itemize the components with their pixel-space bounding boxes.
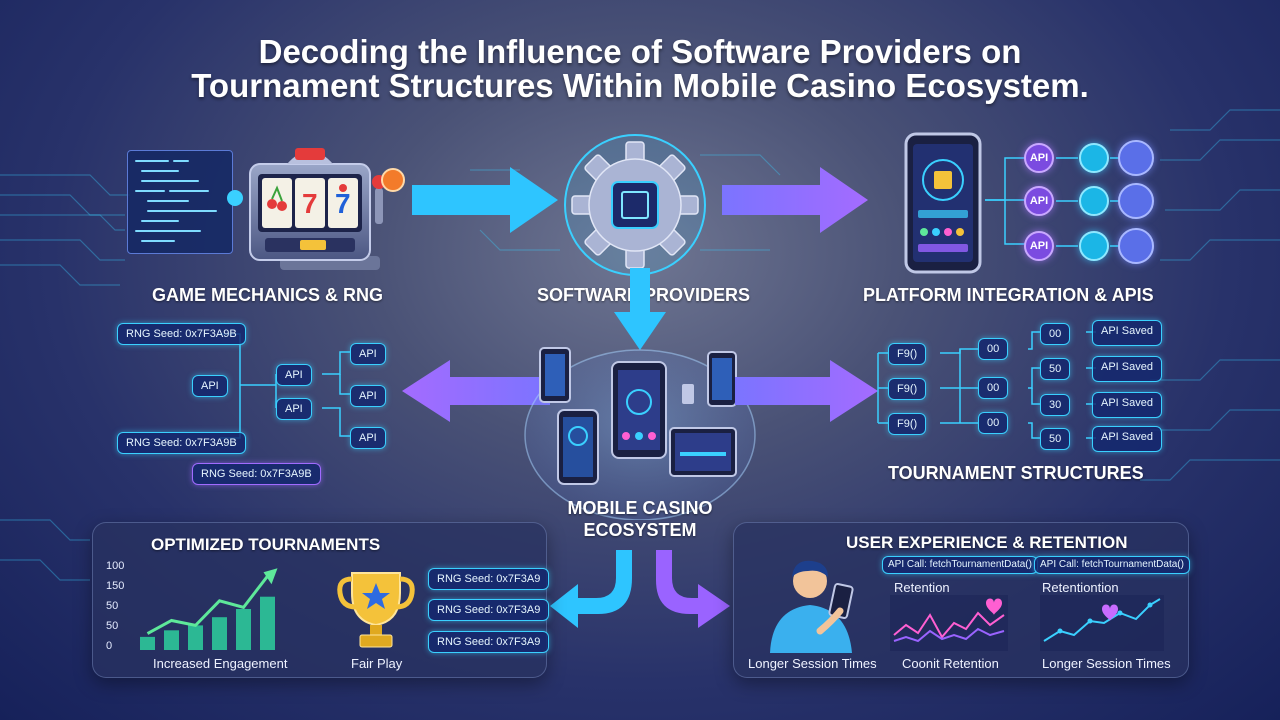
api-saved-2: API Saved xyxy=(1092,356,1162,382)
arrow-right-violet xyxy=(722,167,868,233)
chart1-title: Retention xyxy=(894,580,950,595)
f-node-2: F9() xyxy=(888,378,927,400)
api-node-2: API xyxy=(1024,186,1054,216)
network-icon-3 xyxy=(1079,231,1109,261)
page-subtitle: Tournament Structures Within Mobile Casi… xyxy=(191,67,1089,104)
svg-text:7: 7 xyxy=(302,188,318,219)
api-node-1: API xyxy=(1024,143,1054,173)
left-api-e: API xyxy=(350,385,386,407)
smartphone-icon xyxy=(904,132,982,274)
panel-seed-2: RNG Seed: 0x7F3A9 xyxy=(428,599,550,621)
mobile-ecosystem-globe xyxy=(524,347,756,520)
score-node-3: 30 xyxy=(1040,394,1071,416)
left-api-a: API xyxy=(192,375,228,397)
y-tick-label: 50 xyxy=(106,620,118,632)
label-mobile-ecosystem-2: ECOSYSTEM xyxy=(583,520,697,540)
mid-node-1: 00 xyxy=(978,338,1009,360)
cloud-icon-1 xyxy=(1118,140,1154,176)
network-icon-1 xyxy=(1079,143,1109,173)
optimized-heading: OPTIMIZED TOURNAMENTS xyxy=(151,535,381,554)
engagement-bar xyxy=(140,636,155,650)
y-tick-label: 50 xyxy=(106,600,118,612)
engagement-bar-chart: 100 150 50 50 0 xyxy=(106,560,278,652)
ux-heading: USER EXPERIENCE & RETENTION xyxy=(846,533,1128,552)
heart-icon-2 xyxy=(1102,604,1118,621)
arrows-bottom-branch xyxy=(550,550,730,628)
engagement-bar xyxy=(260,596,275,650)
user-experience-panel: USER EXPERIENCE & RETENTION API Call: fe… xyxy=(733,522,1190,678)
phone-api-connectors xyxy=(985,157,1025,245)
arrow-right-violet-2 xyxy=(735,360,878,422)
api-call-2: API Call: fetchTournamentData() xyxy=(1034,556,1190,574)
label-platform-integration: PLATFORM INTEGRATION & APIS xyxy=(863,285,1154,305)
score-node-1: 00 xyxy=(1040,323,1071,345)
caption-count-retention: Coonit Retention xyxy=(902,656,999,671)
y-tick-label: 0 xyxy=(106,640,112,652)
label-mobile-ecosystem-1: MOBILE CASINO xyxy=(567,498,713,518)
caption-longer-session-2: Longer Session Times xyxy=(1042,656,1171,671)
cloud-icon-2 xyxy=(1118,183,1154,219)
f-node-1: F9() xyxy=(888,343,927,365)
engagement-bar xyxy=(164,630,179,650)
y-tick-label: 100 xyxy=(106,560,124,572)
caption-longer-session-1: Longer Session Times xyxy=(748,656,877,671)
panel-seed-1: RNG Seed: 0x7F3A9 xyxy=(428,568,550,590)
gear-chip-icon xyxy=(564,134,706,276)
left-api-d: API xyxy=(350,343,386,365)
mid-node-3: 00 xyxy=(978,412,1009,434)
retention-chart-2 xyxy=(1040,595,1164,651)
rng-seed-top: RNG Seed: 0x7F3A9B xyxy=(117,323,246,345)
api-call-1: API Call: fetchTournamentData() xyxy=(882,556,1038,574)
mid-node-2: 00 xyxy=(978,377,1009,399)
code-panel xyxy=(127,150,233,254)
f-node-3: F9() xyxy=(888,413,927,435)
api-link-lines xyxy=(1056,157,1118,247)
left-api-b: API xyxy=(276,364,312,386)
score-node-4: 50 xyxy=(1040,428,1071,450)
api-node-3: API xyxy=(1024,231,1054,261)
trophy-icon xyxy=(337,572,415,648)
svg-text:7: 7 xyxy=(335,188,351,219)
api-saved-4: API Saved xyxy=(1092,426,1162,452)
network-icon-2 xyxy=(1079,186,1109,216)
y-tick-label: 150 xyxy=(106,580,124,592)
left-api-f: API xyxy=(350,427,386,449)
optimized-tournaments-panel: OPTIMIZED TOURNAMENTS Increased Engageme… xyxy=(92,522,550,678)
api-saved-1: API Saved xyxy=(1092,320,1162,346)
trend-arrowhead xyxy=(263,568,278,585)
score-node-2: 50 xyxy=(1040,358,1071,380)
arrow-down-cyan xyxy=(614,268,666,350)
slot-machine-icon: 7 7 xyxy=(227,148,405,270)
engagement-trend-line xyxy=(146,575,269,635)
person-phone-icon xyxy=(770,560,854,653)
caption-increased-engagement: Increased Engagement xyxy=(153,656,288,671)
chart2-title: Retentiontion xyxy=(1042,580,1119,595)
label-game-mechanics: GAME MECHANICS & RNG xyxy=(152,285,384,305)
caption-fair-play: Fair Play xyxy=(351,656,403,671)
arrow-right-cyan xyxy=(412,167,558,233)
engagement-bar xyxy=(212,617,227,650)
engagement-bar xyxy=(236,609,251,650)
rng-seed-bottom: RNG Seed: 0x7F3A9B xyxy=(192,463,321,485)
retention-chart-1 xyxy=(890,595,1008,651)
cloud-icon-3 xyxy=(1118,228,1154,264)
engagement-bar xyxy=(188,625,203,650)
label-tournament-structures: TOURNAMENT STRUCTURES xyxy=(888,463,1144,483)
panel-seed-3: RNG Seed: 0x7F3A9 xyxy=(428,631,550,653)
right-tree-connectors xyxy=(877,331,1096,439)
page-title: Decoding the Influence of Software Provi… xyxy=(258,33,1022,70)
rng-seed-mid: RNG Seed: 0x7F3A9B xyxy=(117,432,246,454)
code-lines-icon xyxy=(135,160,217,242)
left-api-c: API xyxy=(276,398,312,420)
heart-icon xyxy=(986,598,1002,615)
api-saved-3: API Saved xyxy=(1092,392,1162,418)
arrow-left-violet xyxy=(402,360,550,422)
